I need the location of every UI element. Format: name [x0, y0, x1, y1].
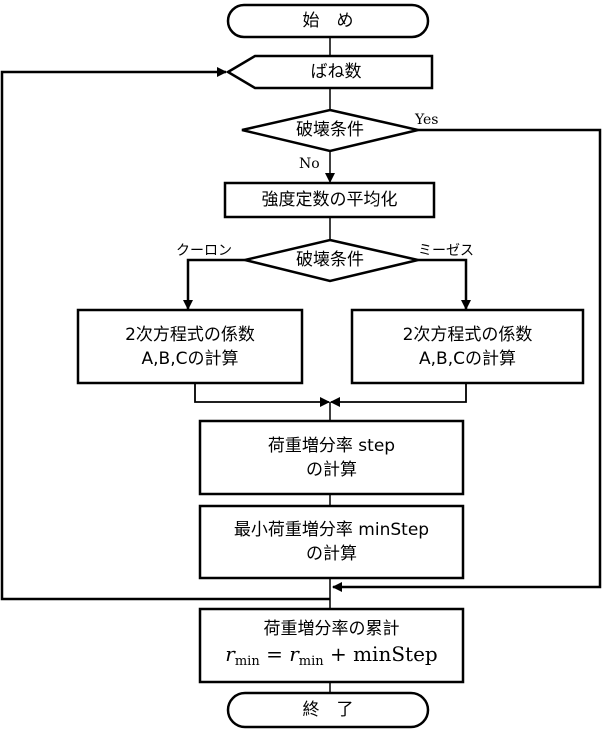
- no-label: No: [299, 156, 320, 172]
- formula-var: r: [225, 641, 235, 666]
- formula-eq: =: [266, 641, 283, 666]
- start-label: 始 め: [302, 11, 354, 31]
- decision2-label: 破壊条件: [296, 250, 364, 270]
- yes-path: [332, 128, 602, 592]
- coulomb-path: [183, 258, 245, 310]
- coef-right-line2: A,B,Cの計算: [419, 348, 516, 369]
- formula-var: r: [289, 641, 299, 666]
- mises-label: ミーゼス: [418, 243, 474, 259]
- step-line1: 荷重増分率 step: [267, 435, 396, 456]
- end-terminal: [226, 691, 430, 729]
- minstep-box: [198, 504, 465, 580]
- coef-left-text: 2次方程式の係数 A,B,Cの計算: [78, 310, 302, 383]
- formula-sub: min: [298, 653, 324, 669]
- formula-term: minStep: [353, 641, 438, 666]
- coef-left-line2: A,B,Cの計算: [141, 348, 239, 369]
- yes-label: Yes: [415, 112, 439, 128]
- minstep-line2: の計算: [306, 544, 357, 564]
- coef-right-box: [350, 308, 585, 385]
- input-label: ばね数: [310, 62, 362, 82]
- end-label: 終 了: [302, 700, 354, 720]
- coef-right-line1: 2次方程式の係数: [402, 324, 533, 345]
- mises-path: [418, 258, 471, 310]
- average-label: 強度定数の平均化: [261, 190, 398, 210]
- formula-sub: min: [234, 653, 260, 669]
- step-line2: の計算: [306, 459, 357, 480]
- accumulate-formula: rmin = rmin + minStep: [225, 641, 437, 675]
- step-box: [198, 419, 465, 496]
- coulomb-label: クーロン: [176, 243, 232, 259]
- decision1-label: 破壊条件: [296, 120, 364, 140]
- start-terminal: [226, 3, 430, 39]
- accumulate-line1: 荷重増分率の累計: [263, 618, 400, 639]
- accumulate-box: [198, 607, 465, 684]
- input-node: [225, 54, 434, 90]
- merge-left-path: [194, 383, 330, 407]
- coef-right-text: 2次方程式の係数 A,B,Cの計算: [352, 310, 583, 383]
- decision2-diamond: [244, 238, 419, 283]
- average-box: [223, 181, 436, 219]
- formula-plus: +: [329, 641, 347, 666]
- coef-left-line1: 2次方程式の係数: [125, 324, 255, 345]
- minstep-text: 最小荷重増分率 minStep の計算: [200, 506, 463, 578]
- loop-back-path: [0, 67, 330, 601]
- accumulate-text: 荷重増分率の累計 rmin = rmin + minStep: [200, 609, 463, 682]
- step-text: 荷重増分率 step の計算: [200, 421, 463, 494]
- merge-right-path: [330, 383, 467, 407]
- minstep-line1: 最小荷重増分率 minStep: [233, 520, 430, 540]
- coef-left-box: [76, 308, 304, 385]
